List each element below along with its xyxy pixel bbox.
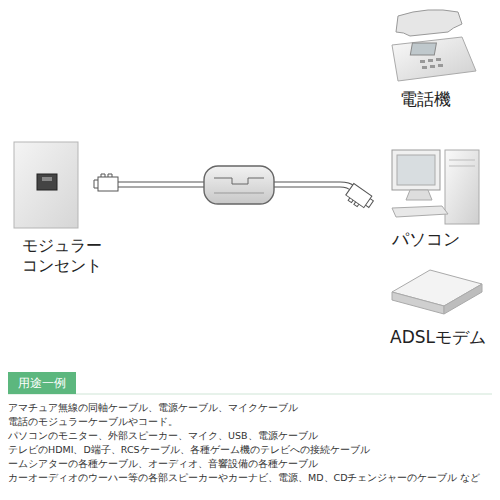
device-label: 電話機 (400, 88, 490, 110)
ferrite-core (204, 166, 274, 204)
modular-outlet (14, 142, 78, 228)
device-label: ADSLモデム (390, 326, 494, 348)
adsl-modem-icon (392, 270, 482, 314)
usage-line: パソコンのモニター、外部スピーカー、マイク、USB、電源ケーブル (8, 430, 318, 442)
telephone-icon (392, 10, 476, 81)
usage-line: ームシアターの各種ケーブル、オーディオ、音響設備の各種ケーブル (8, 458, 318, 470)
usage-line: テレビのHDMI、D端子、RCSケーブル、各種ゲーム機のテレビへの接続ケーブル (8, 444, 370, 456)
device-label: パソコン (392, 228, 492, 250)
device-label: モジュラー コンセント (22, 236, 114, 276)
usage-line: アマチュア無線の同軸ケーブル、電源ケーブル、マイクケーブル (8, 402, 298, 414)
usage-line: カーオーディオのウーハー等の各部スピーカーやカーナビ、電源、MD、CDチェンジャ… (8, 472, 480, 484)
separator-line (8, 394, 492, 395)
tab-title: 用途一例 (18, 375, 66, 392)
usage-line: 電話のモジュラーケーブルやコード。 (8, 416, 178, 428)
tab-box: 用途一例 (8, 372, 76, 394)
pc-icon (392, 150, 479, 224)
